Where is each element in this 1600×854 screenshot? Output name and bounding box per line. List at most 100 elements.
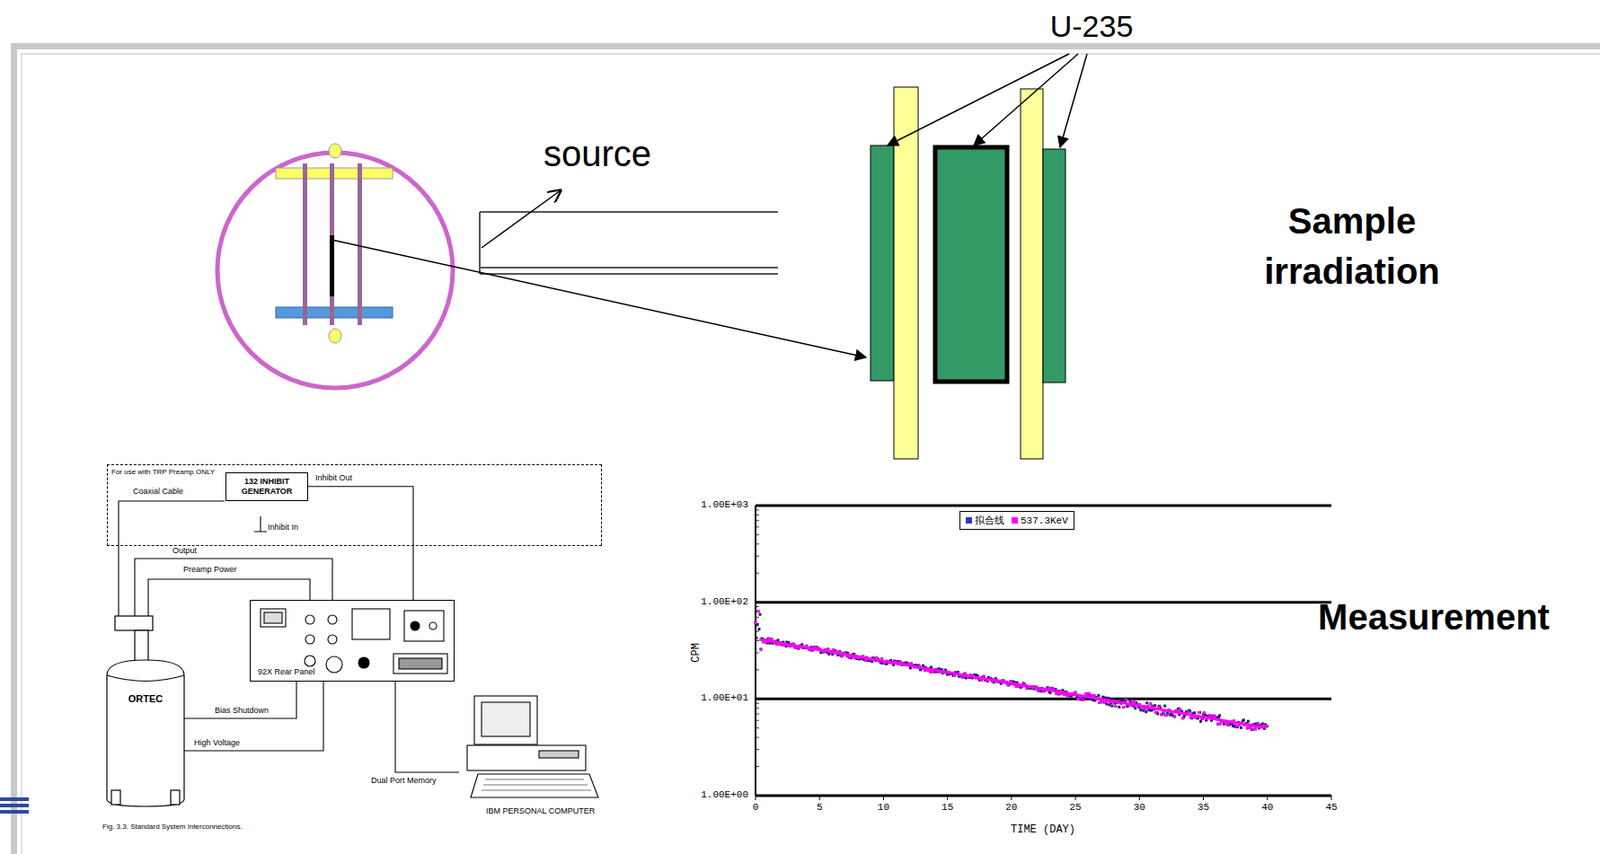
drawing-stroke (1194, 716, 1198, 719)
drawing-stroke (1149, 702, 1152, 706)
drawing-stroke (980, 679, 983, 682)
drawing-stroke (813, 645, 816, 649)
drawing-stroke (1262, 724, 1265, 727)
drawing-stroke (910, 662, 913, 666)
drawing-stroke (1095, 698, 1098, 701)
drawing-stroke (1254, 727, 1257, 731)
drawing-stroke (1119, 702, 1123, 706)
drawing-stroke (807, 648, 811, 652)
brand-label: ORTEC (128, 693, 164, 706)
drawing-stroke (864, 659, 867, 663)
drawing-stroke (1135, 703, 1139, 707)
legend-text: 537.3KeV (1020, 515, 1069, 527)
drawing-stroke (757, 627, 761, 631)
drawing-stroke (1047, 687, 1051, 690)
drawing-stroke (872, 658, 876, 662)
drawing-stroke (947, 671, 951, 675)
drawing-stroke (1116, 700, 1120, 704)
drawing-stroke (1116, 700, 1120, 704)
drawing-stroke (1251, 728, 1255, 732)
drawing-stroke (1108, 700, 1112, 704)
drawing-stroke (1184, 712, 1187, 716)
drawing-stroke (1199, 720, 1203, 724)
drawing-stroke (1087, 692, 1090, 696)
drawing-stroke (1070, 693, 1074, 697)
drawing-stroke (755, 737, 760, 739)
drawing-stroke (945, 671, 948, 674)
drawing-stroke (1105, 699, 1109, 703)
drawing-stroke (404, 610, 444, 642)
drawing-stroke (1240, 721, 1244, 725)
drawing-stroke (1251, 728, 1255, 732)
drawing-stroke (973, 53, 1079, 146)
drawing-stroke (893, 87, 919, 460)
drawing-stroke (410, 621, 420, 631)
drawing-stroke (988, 678, 991, 681)
drawing-stroke (791, 643, 795, 646)
drawing-stroke (885, 660, 889, 663)
drawing-stroke (470, 774, 599, 798)
drawing-stroke (935, 147, 1008, 382)
drawing-stroke (1221, 720, 1225, 724)
drawing-stroke (1175, 709, 1179, 713)
personal-computer (467, 696, 599, 798)
drawing-stroke (826, 647, 830, 651)
drawing-stroke (923, 669, 927, 672)
cable-label: Output (172, 546, 197, 556)
drawing-stroke (1200, 717, 1203, 721)
drawing-stroke (1052, 688, 1056, 691)
decay-chart-axes (755, 505, 1332, 801)
drawing-stroke (1259, 724, 1263, 728)
drawing-stroke (755, 698, 1332, 701)
drawing-stroke (1248, 726, 1252, 730)
drawing-stroke (974, 676, 978, 680)
drawing-stroke (755, 720, 760, 722)
drawing-stroke (755, 514, 760, 516)
drawing-stroke (1135, 703, 1139, 707)
drawing-stroke (767, 637, 770, 641)
drawing-stroke (845, 654, 849, 658)
drawing-stroke (1229, 721, 1233, 725)
drawing-stroke (875, 656, 878, 660)
drawing-stroke (1184, 712, 1187, 716)
drawing-stroke (926, 669, 929, 672)
drawing-stroke (10, 43, 1600, 50)
drawing-stroke (260, 609, 286, 628)
drawing-stroke (837, 650, 840, 654)
drawing-stroke (839, 654, 843, 658)
drawing-stroke (114, 616, 153, 631)
drawing-stroke (398, 658, 442, 670)
drawing-stroke (358, 657, 370, 669)
drawing-stroke (877, 660, 881, 663)
drawing-stroke (1122, 706, 1125, 709)
drawing-stroke (755, 795, 757, 801)
axis-tick-label: 45 (1325, 802, 1337, 814)
drawing-stroke (429, 622, 437, 630)
drawing-stroke (1103, 701, 1106, 705)
drawing-stroke (1095, 698, 1098, 701)
drawing-stroke (875, 656, 878, 660)
drawing-stroke (1078, 696, 1082, 699)
drawing-stroke (821, 650, 824, 654)
drawing-stroke (1015, 685, 1018, 689)
drawing-stroke (815, 646, 819, 650)
drawing-stroke (755, 703, 760, 705)
drawing-stroke (818, 648, 822, 652)
drawing-stroke (880, 657, 884, 661)
drawing-stroke (1202, 711, 1206, 715)
drawing-stroke (939, 670, 943, 673)
drawing-stroke (818, 648, 822, 652)
drawing-stroke (912, 665, 916, 669)
drawing-stroke (329, 235, 335, 297)
drawing-stroke (759, 639, 1265, 728)
drawing-stroke (870, 145, 894, 381)
drawing-stroke (1143, 707, 1147, 711)
drawing-stroke (1075, 795, 1077, 801)
drawing-stroke (1012, 682, 1016, 686)
section-title: Measurement (1317, 596, 1550, 638)
drawing-stroke (1197, 711, 1201, 715)
panel-connectors (260, 609, 448, 674)
